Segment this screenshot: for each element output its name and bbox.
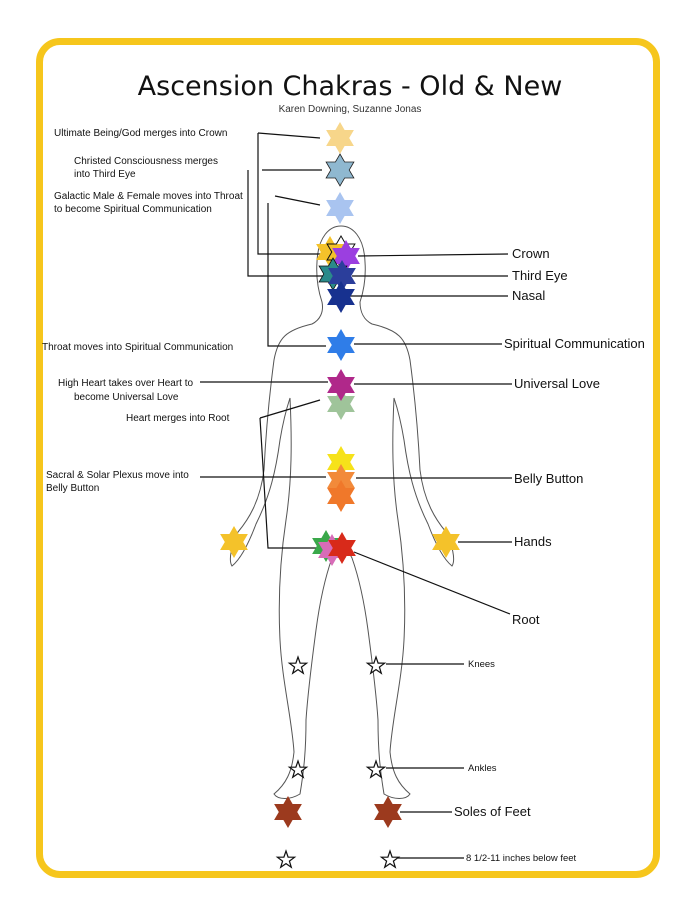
right-leaders xyxy=(350,253,512,859)
right-below-feet-star-icon xyxy=(380,850,400,868)
left-hand-star-icon xyxy=(220,526,248,558)
right-knee-star-icon xyxy=(366,656,386,674)
label-hands: Hands xyxy=(514,534,552,549)
label-galactic-1: Galactic Male & Female moves into Throat xyxy=(54,191,243,202)
label-belly-button: Belly Button xyxy=(514,471,583,486)
label-spiritual-communication: Spiritual Communication xyxy=(504,336,645,351)
label-throat: Throat moves into Spiritual Communicatio… xyxy=(42,342,233,353)
label-ankles: Ankles xyxy=(468,763,497,774)
label-soles-of-feet: Soles of Feet xyxy=(454,804,531,819)
old-third-eye-star-icon xyxy=(325,153,355,187)
label-root: Root xyxy=(512,612,540,627)
left-sole-star-icon xyxy=(274,796,302,828)
label-sacral-2: Belly Button xyxy=(46,483,99,494)
spiritual-communication-star-icon xyxy=(327,329,355,361)
right-hand-star-icon xyxy=(432,526,460,558)
label-heart-root: Heart merges into Root xyxy=(126,413,230,424)
label-christed-1: Christed Consciousness merges xyxy=(74,156,218,167)
label-ultimate-being: Ultimate Being/God merges into Crown xyxy=(54,128,227,139)
right-ankle-star-icon xyxy=(366,760,386,778)
label-crown: Crown xyxy=(512,246,550,261)
authors: Karen Downing, Suzanne Jonas xyxy=(279,104,422,115)
right-sole-star-icon xyxy=(374,796,402,828)
label-nasal: Nasal xyxy=(512,288,545,303)
page-title: Ascension Chakras - Old & New xyxy=(138,71,563,102)
label-galactic-2: to become Spiritual Communication xyxy=(54,204,212,215)
label-knees: Knees xyxy=(468,659,495,670)
old-crown-star-icon xyxy=(326,122,354,154)
left-knee-star-icon xyxy=(288,656,308,674)
old-throat-star-icon xyxy=(326,192,354,224)
label-sacral-1: Sacral & Solar Plexus move into xyxy=(46,470,189,481)
label-christed-2: into Third Eye xyxy=(74,169,136,180)
label-high-heart-2: become Universal Love xyxy=(74,392,179,403)
left-below-feet-star-icon xyxy=(276,850,296,868)
body-outline xyxy=(229,225,455,799)
label-universal-love: Universal Love xyxy=(514,376,600,391)
label-high-heart-1: High Heart takes over Heart to xyxy=(58,378,193,389)
left-leaders xyxy=(200,132,328,549)
label-below-feet: 8 1/2-11 inches below feet xyxy=(466,853,577,864)
label-third-eye: Third Eye xyxy=(512,268,568,283)
